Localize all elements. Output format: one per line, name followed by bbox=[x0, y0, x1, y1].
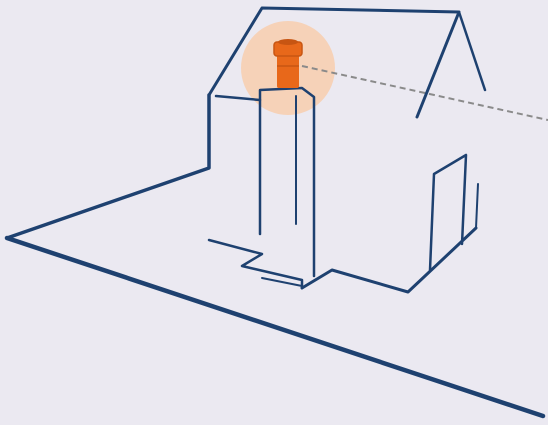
roof-outline bbox=[207, 6, 461, 119]
eave-line bbox=[214, 94, 262, 102]
ground-front-edge bbox=[4, 235, 546, 419]
chimney-cap bbox=[273, 39, 303, 88]
ground-back-edge bbox=[5, 93, 211, 240]
chimney-stack bbox=[258, 86, 316, 278]
roof-gable-right bbox=[457, 10, 487, 92]
cap-body bbox=[277, 52, 299, 88]
cap-opening bbox=[278, 39, 298, 45]
ground-outline bbox=[4, 93, 546, 419]
door-frame-right bbox=[475, 183, 479, 229]
house-outline bbox=[207, 6, 487, 294]
chimney-foot bbox=[207, 238, 304, 290]
foot-front-line bbox=[261, 277, 303, 287]
base-wall-line bbox=[300, 226, 478, 294]
door-outline bbox=[428, 153, 468, 272]
